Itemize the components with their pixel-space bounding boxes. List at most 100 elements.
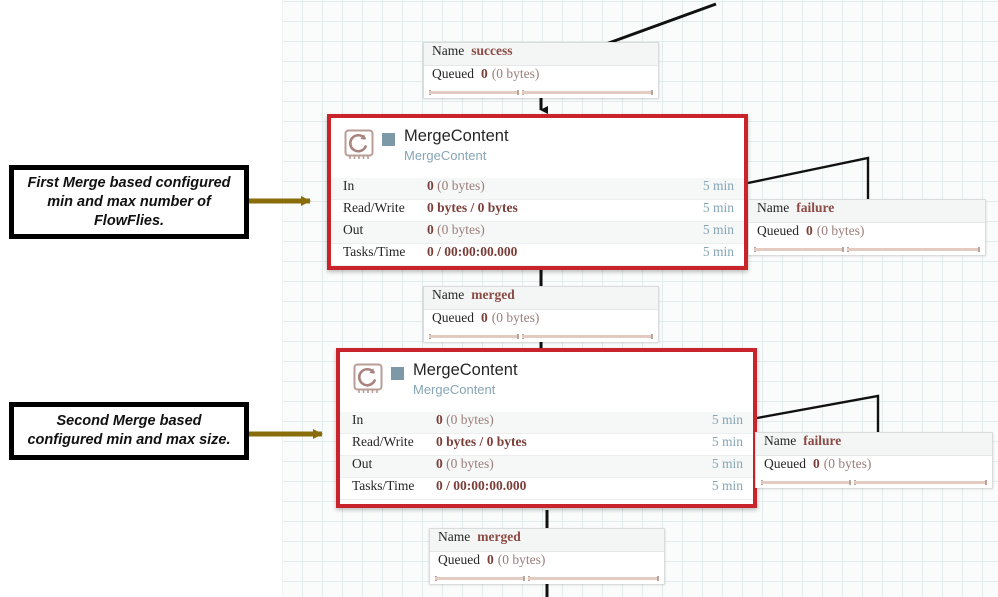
connection-label-merged-2[interactable]: Name merged Queued 0 (0 bytes) <box>429 528 665 584</box>
connection-name-row: Name success <box>424 43 658 66</box>
connection-name-row: Name merged <box>430 529 664 552</box>
connection-label-failure-2[interactable]: Name failure Queued 0 (0 bytes) <box>755 432 993 488</box>
connection-queue-bars <box>424 89 658 98</box>
stat-value-dim: (0 bytes) <box>446 456 494 471</box>
stat-value-dim: (0 bytes) <box>437 222 485 237</box>
stat-value: 0 bytes / 0 bytes <box>436 434 689 450</box>
processor-stat-row-out: Out 0 (0 bytes) 5 min <box>340 456 753 478</box>
annotation-text: Second Merge based configured min and ma… <box>27 413 231 448</box>
stat-time: 5 min <box>711 434 743 449</box>
stat-label: Out <box>352 456 373 471</box>
connection-name-value: failure <box>803 433 842 448</box>
processor-merge-content-1[interactable]: MergeContent MergeContent In 0 (0 bytes)… <box>327 114 748 270</box>
stat-value: 0 bytes / 0 bytes <box>427 200 680 216</box>
processor-run-status-indicator[interactable] <box>391 367 404 380</box>
connection-queue-bars <box>424 333 658 342</box>
processor-titles: MergeContent MergeContent <box>413 361 518 398</box>
bar-fill <box>847 247 980 251</box>
stat-label: In <box>343 178 355 193</box>
stat-time: 5 min <box>711 478 743 493</box>
stat-value: 0 (0 bytes) <box>427 222 680 238</box>
connection-name-value: merged <box>471 287 515 302</box>
stat-value-strong: 0 / 00:00:00.000 <box>427 244 518 259</box>
processor-stats: In 0 (0 bytes) 5 min Read/Write 0 bytes … <box>331 178 744 266</box>
stat-value: 0 (0 bytes) <box>427 178 680 194</box>
processor-type: MergeContent <box>404 148 487 163</box>
connection-queued-bytes: (0 bytes) <box>491 310 540 325</box>
bar-cap-right <box>849 479 852 485</box>
bar-cap-right <box>516 333 519 339</box>
processor-stat-row-in: In 0 (0 bytes) 5 min <box>340 412 753 434</box>
stat-value-strong: 0 / 00:00:00.000 <box>436 478 527 493</box>
connection-name-key: Name <box>432 287 465 302</box>
processor-header: MergeContent MergeContent <box>340 352 753 412</box>
connection-queued-key: Queued <box>438 552 480 567</box>
queue-count-bar <box>429 89 519 95</box>
stat-value-strong: 0 <box>427 222 434 237</box>
connection-name-row: Name failure <box>756 433 992 456</box>
annotation-first-merge: First Merge based configured min and max… <box>9 165 249 239</box>
stat-value-strong: 0 <box>427 178 434 193</box>
queue-size-bar <box>847 246 980 252</box>
bar-fill <box>761 480 852 484</box>
queue-count-bar <box>754 246 845 252</box>
bar-cap-right <box>657 575 659 581</box>
bar-cap-right <box>516 89 519 95</box>
connection-name-value: failure <box>796 200 835 215</box>
processor-chip-icon <box>351 361 385 395</box>
stat-value-strong: 0 <box>436 456 443 471</box>
connection-queued-count: 0 <box>480 66 488 81</box>
processor-stat-row-tasks: Tasks/Time 0 / 00:00:00.000 5 min <box>340 478 753 500</box>
stat-value: 0 / 00:00:00.000 <box>427 244 680 260</box>
stat-label: Tasks/Time <box>343 244 406 259</box>
connection-queued-bytes: (0 bytes) <box>497 552 546 567</box>
stat-value: 0 (0 bytes) <box>436 412 689 428</box>
stat-label: Read/Write <box>352 434 414 449</box>
bar-fill <box>854 480 987 484</box>
processor-stat-row-readwrite: Read/Write 0 bytes / 0 bytes 5 min <box>340 434 753 456</box>
connection-queued-bytes: (0 bytes) <box>823 456 872 471</box>
queue-size-bar <box>527 575 659 581</box>
connection-queued-key: Queued <box>764 456 806 471</box>
connection-queued-count: 0 <box>812 456 820 471</box>
queue-size-bar <box>521 89 653 95</box>
queue-count-bar <box>429 333 519 339</box>
connection-queued-count: 0 <box>480 310 488 325</box>
annotation-second-merge: Second Merge based configured min and ma… <box>9 402 249 460</box>
bar-cap-right <box>651 89 653 95</box>
connection-label-success[interactable]: Name success Queued 0 (0 bytes) <box>423 42 659 98</box>
processor-type: MergeContent <box>413 382 496 397</box>
processor-run-status-indicator[interactable] <box>382 133 395 146</box>
stat-value-strong: 0 bytes / 0 bytes <box>436 434 527 449</box>
connection-queued-key: Queued <box>432 66 474 81</box>
stat-time: 5 min <box>711 456 743 471</box>
processor-merge-content-2[interactable]: MergeContent MergeContent In 0 (0 bytes)… <box>336 348 757 508</box>
connection-queued-bytes: (0 bytes) <box>816 223 865 238</box>
processor-titles: MergeContent MergeContent <box>404 127 509 164</box>
stat-label: Out <box>343 222 364 237</box>
connection-name-key: Name <box>432 43 465 58</box>
stat-time: 5 min <box>702 200 734 215</box>
connection-queued-count: 0 <box>805 223 813 238</box>
connection-name-row: Name failure <box>749 200 985 223</box>
connection-label-failure-1[interactable]: Name failure Queued 0 (0 bytes) <box>748 199 986 255</box>
connection-queued-row: Queued 0 (0 bytes) <box>756 456 992 479</box>
bar-fill <box>521 90 653 94</box>
connection-queued-bytes: (0 bytes) <box>491 66 540 81</box>
processor-name: MergeContent <box>404 127 509 145</box>
stat-label: In <box>352 412 364 427</box>
processor-stat-row-out: Out 0 (0 bytes) 5 min <box>331 222 744 244</box>
connection-queued-row: Queued 0 (0 bytes) <box>430 552 664 575</box>
stat-time: 5 min <box>702 178 734 193</box>
connection-name-key: Name <box>438 529 471 544</box>
stat-time: 5 min <box>711 412 743 427</box>
connection-queue-bars <box>756 479 992 488</box>
processor-header: MergeContent MergeContent <box>331 118 744 178</box>
connection-label-merged-1[interactable]: Name merged Queued 0 (0 bytes) <box>423 286 659 342</box>
annotation-text: First Merge based configured min and max… <box>27 174 231 229</box>
connection-name-value: merged <box>477 529 521 544</box>
queue-count-bar <box>761 479 852 485</box>
connection-name-value: success <box>471 43 513 58</box>
connection-queued-key: Queued <box>757 223 799 238</box>
